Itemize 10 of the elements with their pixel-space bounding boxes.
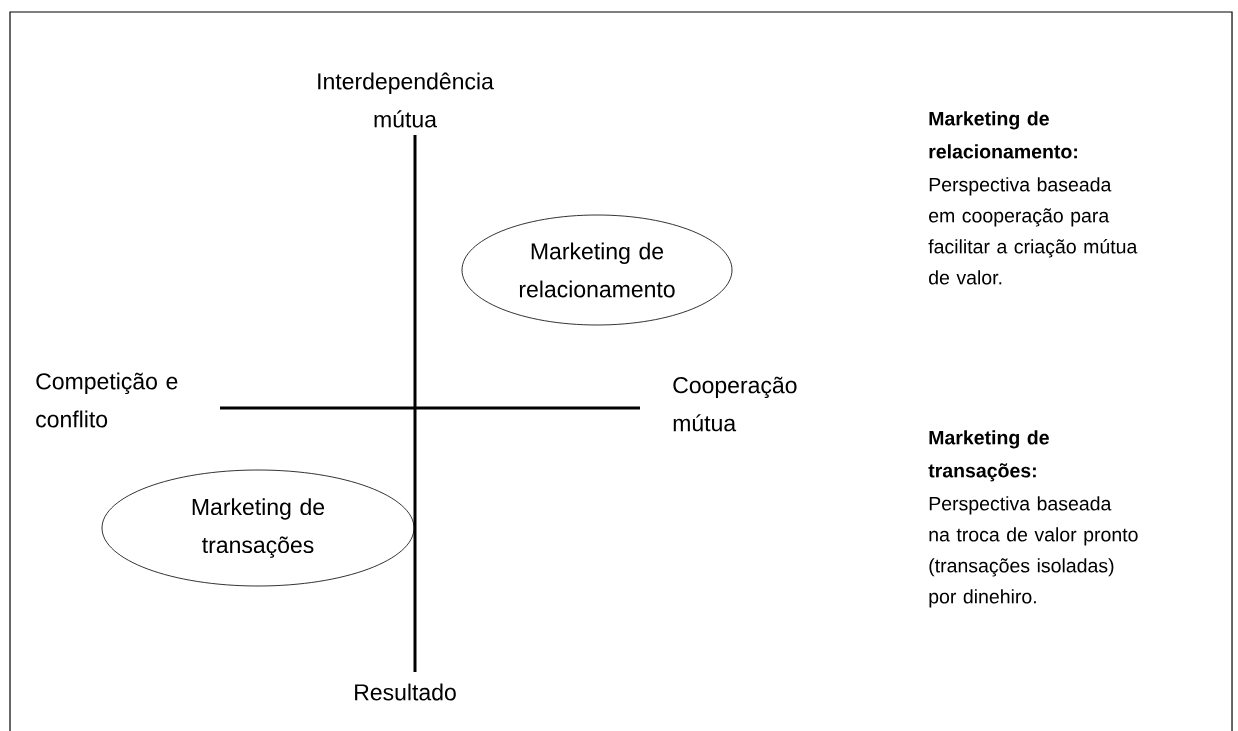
ellipse-node: Marketing de transações [101, 469, 415, 587]
ellipse-node: Marketing de relacionamento [461, 214, 733, 326]
axis-label: Competição e conflito [36, 372, 178, 428]
heading-text: Marketing de transações: [928, 430, 1049, 482]
heading-text: Marketing de relacionamento: [929, 111, 1077, 159]
axis-label: Cooperação mútua [673, 376, 797, 432]
description-text: Perspectiva baseada em cooperação para facilitar a criação mútua de valor. [928, 177, 1138, 285]
axis-label: Interdependência mútua [318, 72, 494, 128]
axis-label: Resultado [355, 683, 456, 701]
description-text: Perspectiva baseada na troca de valor pronto (transações isoladas) por dinehiro. [929, 496, 1138, 608]
